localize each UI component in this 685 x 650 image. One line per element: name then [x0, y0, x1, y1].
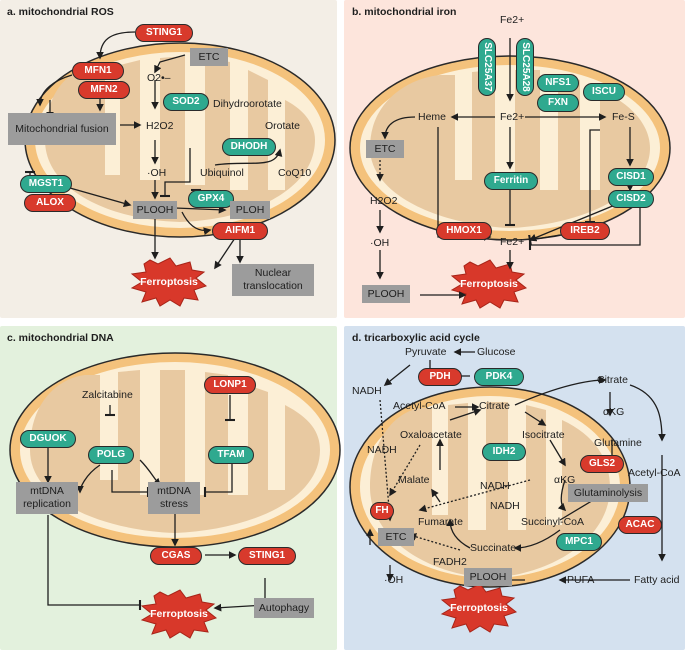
isocitrate-label: Isocitrate	[522, 429, 565, 441]
ferroptosis-label-b: Ferroptosis	[460, 278, 518, 290]
ploh-box: PLOH	[230, 201, 270, 219]
fxn-node: FXN	[537, 94, 579, 112]
nadh-label-4: NADH	[490, 500, 520, 512]
plooh-box-d: PLOOH	[464, 568, 512, 586]
polg-node: POLG	[88, 446, 134, 464]
heme-label: Heme	[418, 111, 447, 123]
ubiquinol-label: Ubiquinol	[200, 167, 244, 179]
zalcitabine-label: Zalcitabine	[82, 389, 133, 401]
hmox1-node: HMOX1	[436, 222, 492, 240]
sod2-node: SOD2	[163, 93, 209, 111]
ferroptosis-star-c	[140, 589, 218, 639]
fh-node: FH	[370, 502, 394, 520]
fe2-top-label: Fe2+	[500, 14, 525, 26]
o2-superoxide-label: O2•–	[147, 72, 171, 84]
mpc1-node: MPC1	[556, 533, 602, 551]
hydroxyl-label-d: ·OH	[384, 574, 404, 586]
ferroptosis-label-d: Ferroptosis	[450, 602, 508, 614]
ferroptosis-star-d	[440, 583, 518, 633]
nadh-label-1: NADH	[352, 385, 382, 397]
citrate-in-label: Citrate	[479, 400, 510, 412]
nadh-label-2: NADH	[367, 444, 397, 456]
plooh-box-a: PLOOH	[133, 201, 177, 219]
slc25a28-node: SLC25A28	[516, 38, 534, 96]
panel-b-title: b. mitochondrial iron	[352, 6, 457, 18]
h2o2-label-a: H2O2	[146, 120, 174, 132]
iscu-node: ISCU	[583, 83, 625, 101]
gpx4-node: GPX4	[188, 190, 234, 208]
succinyl-coa-label: Succinyl-CoA	[521, 516, 585, 528]
hydroxyl-label-b: ·OH	[370, 237, 390, 249]
tfam-node: TFAM	[208, 446, 254, 464]
sting1-node-c: STING1	[238, 547, 296, 565]
fe2-low-label: Fe2+	[500, 236, 525, 248]
fe-s-label: Fe-S	[612, 111, 635, 123]
ferritin-node: Ferritin	[484, 172, 538, 190]
mfn1-node: MFN1	[72, 62, 124, 80]
cgas-node: CGAS	[150, 547, 202, 565]
etc-box-a: ETC	[190, 48, 228, 66]
akg-out-label: αKG	[603, 406, 625, 418]
sting1-node-a: STING1	[135, 24, 193, 42]
coq10-label: CoQ10	[278, 167, 312, 179]
mtdna-replication-box: mtDNA replication	[16, 482, 78, 514]
autophagy-box: Autophagy	[254, 598, 314, 618]
h2o2-label-b: H2O2	[370, 195, 398, 207]
orotate-label: Orotate	[265, 120, 301, 132]
alox-node: ALOX	[24, 194, 76, 212]
fe2-mid-label: Fe2+	[500, 111, 525, 123]
mtdna-stress-box: mtDNA stress	[148, 482, 200, 514]
dhodh-node: DHODH	[222, 138, 276, 156]
idh2-node: IDH2	[482, 443, 526, 461]
ferroptosis-label-a: Ferroptosis	[140, 276, 198, 288]
slc25a37-node: SLC25A37	[478, 38, 496, 96]
acetyl-coa-out-label: Acetyl-CoA	[628, 467, 681, 479]
gls2-node: GLS2	[580, 455, 624, 473]
panel-c-title: c. mitochondrial DNA	[7, 332, 114, 344]
mitochondrial-fusion-box: Mitochondrial fusion	[8, 113, 116, 145]
glutamine-label: Glutamine	[594, 437, 642, 449]
mitochondrion-c	[9, 352, 341, 548]
pdk4-node: PDK4	[474, 368, 524, 386]
etc-box-d: ETC	[378, 528, 414, 546]
acetyl-coa-in-label: Acetyl-CoA	[393, 400, 446, 412]
dguok-node: DGUOK	[20, 430, 76, 448]
cisd1-node: CISD1	[608, 168, 654, 186]
glutaminolysis-box: Glutaminolysis	[568, 484, 648, 502]
hydroxyl-label-a: ·OH	[147, 167, 167, 179]
lonp1-node: LONP1	[204, 376, 256, 394]
nuclear-translocation-box: Nuclear translocation	[232, 264, 314, 296]
acac-node: ACAC	[618, 516, 662, 534]
fumarate-label: Fumarate	[418, 516, 463, 528]
citrate-out-label: Citrate	[597, 374, 628, 386]
mfn2-node: MFN2	[78, 81, 130, 99]
panel-d-title: d. tricarboxylic acid cycle	[352, 332, 480, 344]
akg-in-label: αKG	[554, 474, 576, 486]
ferroptosis-star-a	[130, 257, 208, 307]
oxaloacetate-label: Oxaloacetate	[400, 429, 462, 441]
aifm1-node: AIFM1	[212, 222, 268, 240]
dihydroorotate-label: Dihydroorotate	[213, 98, 282, 110]
nfs1-node: NFS1	[537, 74, 579, 92]
fadh2-label: FADH2	[433, 556, 467, 568]
fatty-acid-label: Fatty acid	[634, 574, 680, 586]
ferroptosis-label-c: Ferroptosis	[150, 608, 208, 620]
cisd2-node: CISD2	[608, 190, 654, 208]
mgst1-node: MGST1	[20, 175, 72, 193]
etc-box-b: ETC	[366, 140, 404, 158]
pdh-node: PDH	[418, 368, 462, 386]
panel-a-title: a. mitochondrial ROS	[7, 6, 114, 18]
glucose-label: Glucose	[477, 346, 516, 358]
malate-label: Malate	[398, 474, 430, 486]
pyruvate-label: Pyruvate	[405, 346, 447, 358]
pufa-label: PUFA	[567, 574, 595, 586]
succinate-label: Succinate	[470, 542, 517, 554]
nadh-label-3: NADH	[480, 480, 510, 492]
plooh-box-b: PLOOH	[362, 285, 410, 303]
ireb2-node: IREB2	[560, 222, 610, 240]
